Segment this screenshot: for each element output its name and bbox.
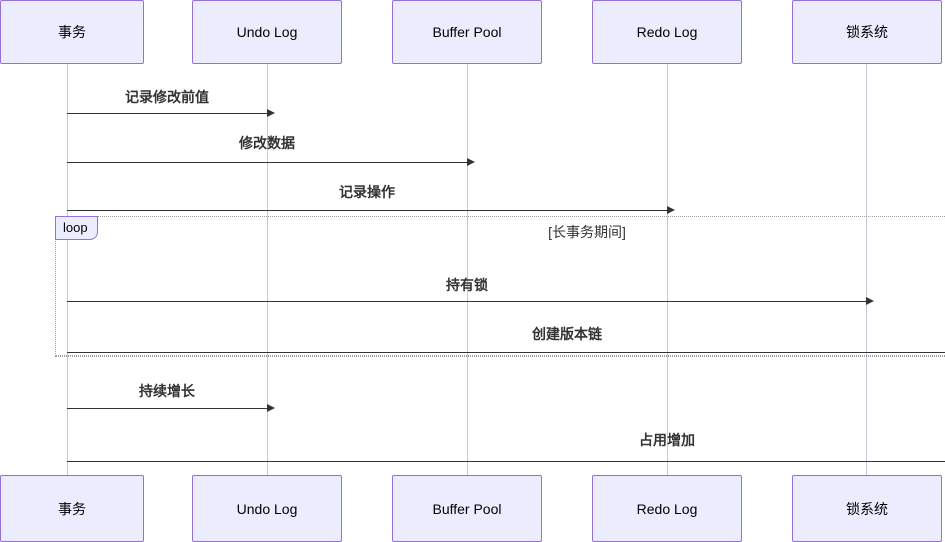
message-arrow-3	[866, 297, 874, 305]
loop-caption-label: [长事务期间]	[548, 224, 626, 240]
participant-label: 锁系统	[846, 500, 888, 517]
message-line-3	[67, 301, 866, 302]
loop-tag-label: loop	[63, 220, 88, 235]
message-label-4: 创建版本链	[532, 326, 602, 342]
participant-bottom-1[interactable]: Undo Log	[192, 475, 342, 542]
message-line-0	[67, 113, 267, 114]
message-label-1: 修改数据	[239, 135, 295, 151]
participant-label: Redo Log	[636, 24, 698, 40]
message-line-2	[67, 210, 667, 211]
message-arrow-0	[267, 109, 275, 117]
participant-label: Buffer Pool	[432, 500, 502, 517]
participant-label: 事务	[58, 500, 86, 517]
participant-label: 锁系统	[846, 24, 888, 40]
message-label-0: 记录修改前值	[125, 89, 209, 105]
loop-fragment	[55, 216, 945, 356]
message-label-6: 占用增加	[639, 432, 695, 448]
participant-label: Buffer Pool	[432, 24, 502, 40]
participant-label: Redo Log	[636, 500, 698, 517]
participant-label: 事务	[58, 24, 86, 40]
participant-label: Undo Log	[236, 24, 298, 40]
participant-top-4[interactable]: 锁系统	[792, 0, 942, 64]
participant-bottom-2[interactable]: Buffer Pool	[392, 475, 542, 542]
message-arrow-5	[267, 404, 275, 412]
participant-top-1[interactable]: Undo Log	[192, 0, 342, 64]
message-line-5	[67, 408, 267, 409]
message-label-3: 持有锁	[446, 277, 488, 293]
lifeline-3	[667, 64, 668, 475]
loop-tag: loop	[55, 216, 98, 240]
participant-bottom-4[interactable]: 锁系统	[792, 475, 942, 542]
participant-top-2[interactable]: Buffer Pool	[392, 0, 542, 64]
participant-label: Undo Log	[236, 500, 298, 517]
participant-bottom-0[interactable]: 事务	[0, 475, 144, 542]
message-line-1	[67, 162, 467, 163]
message-arrow-1	[467, 158, 475, 166]
loop-caption: [长事务期间]	[548, 222, 626, 242]
message-label-5: 持续增长	[139, 383, 195, 399]
lifeline-4	[866, 64, 867, 475]
lifeline-0	[67, 64, 68, 475]
lifeline-2	[467, 64, 468, 475]
loop-fragment-divider	[55, 356, 945, 357]
lifeline-1	[267, 64, 268, 475]
message-line-6	[67, 461, 945, 462]
participant-top-0[interactable]: 事务	[0, 0, 144, 64]
message-arrow-2	[667, 206, 675, 214]
participant-bottom-3[interactable]: Redo Log	[592, 475, 742, 542]
message-label-2: 记录操作	[339, 184, 395, 200]
participant-top-3[interactable]: Redo Log	[592, 0, 742, 64]
message-line-4	[67, 352, 945, 353]
